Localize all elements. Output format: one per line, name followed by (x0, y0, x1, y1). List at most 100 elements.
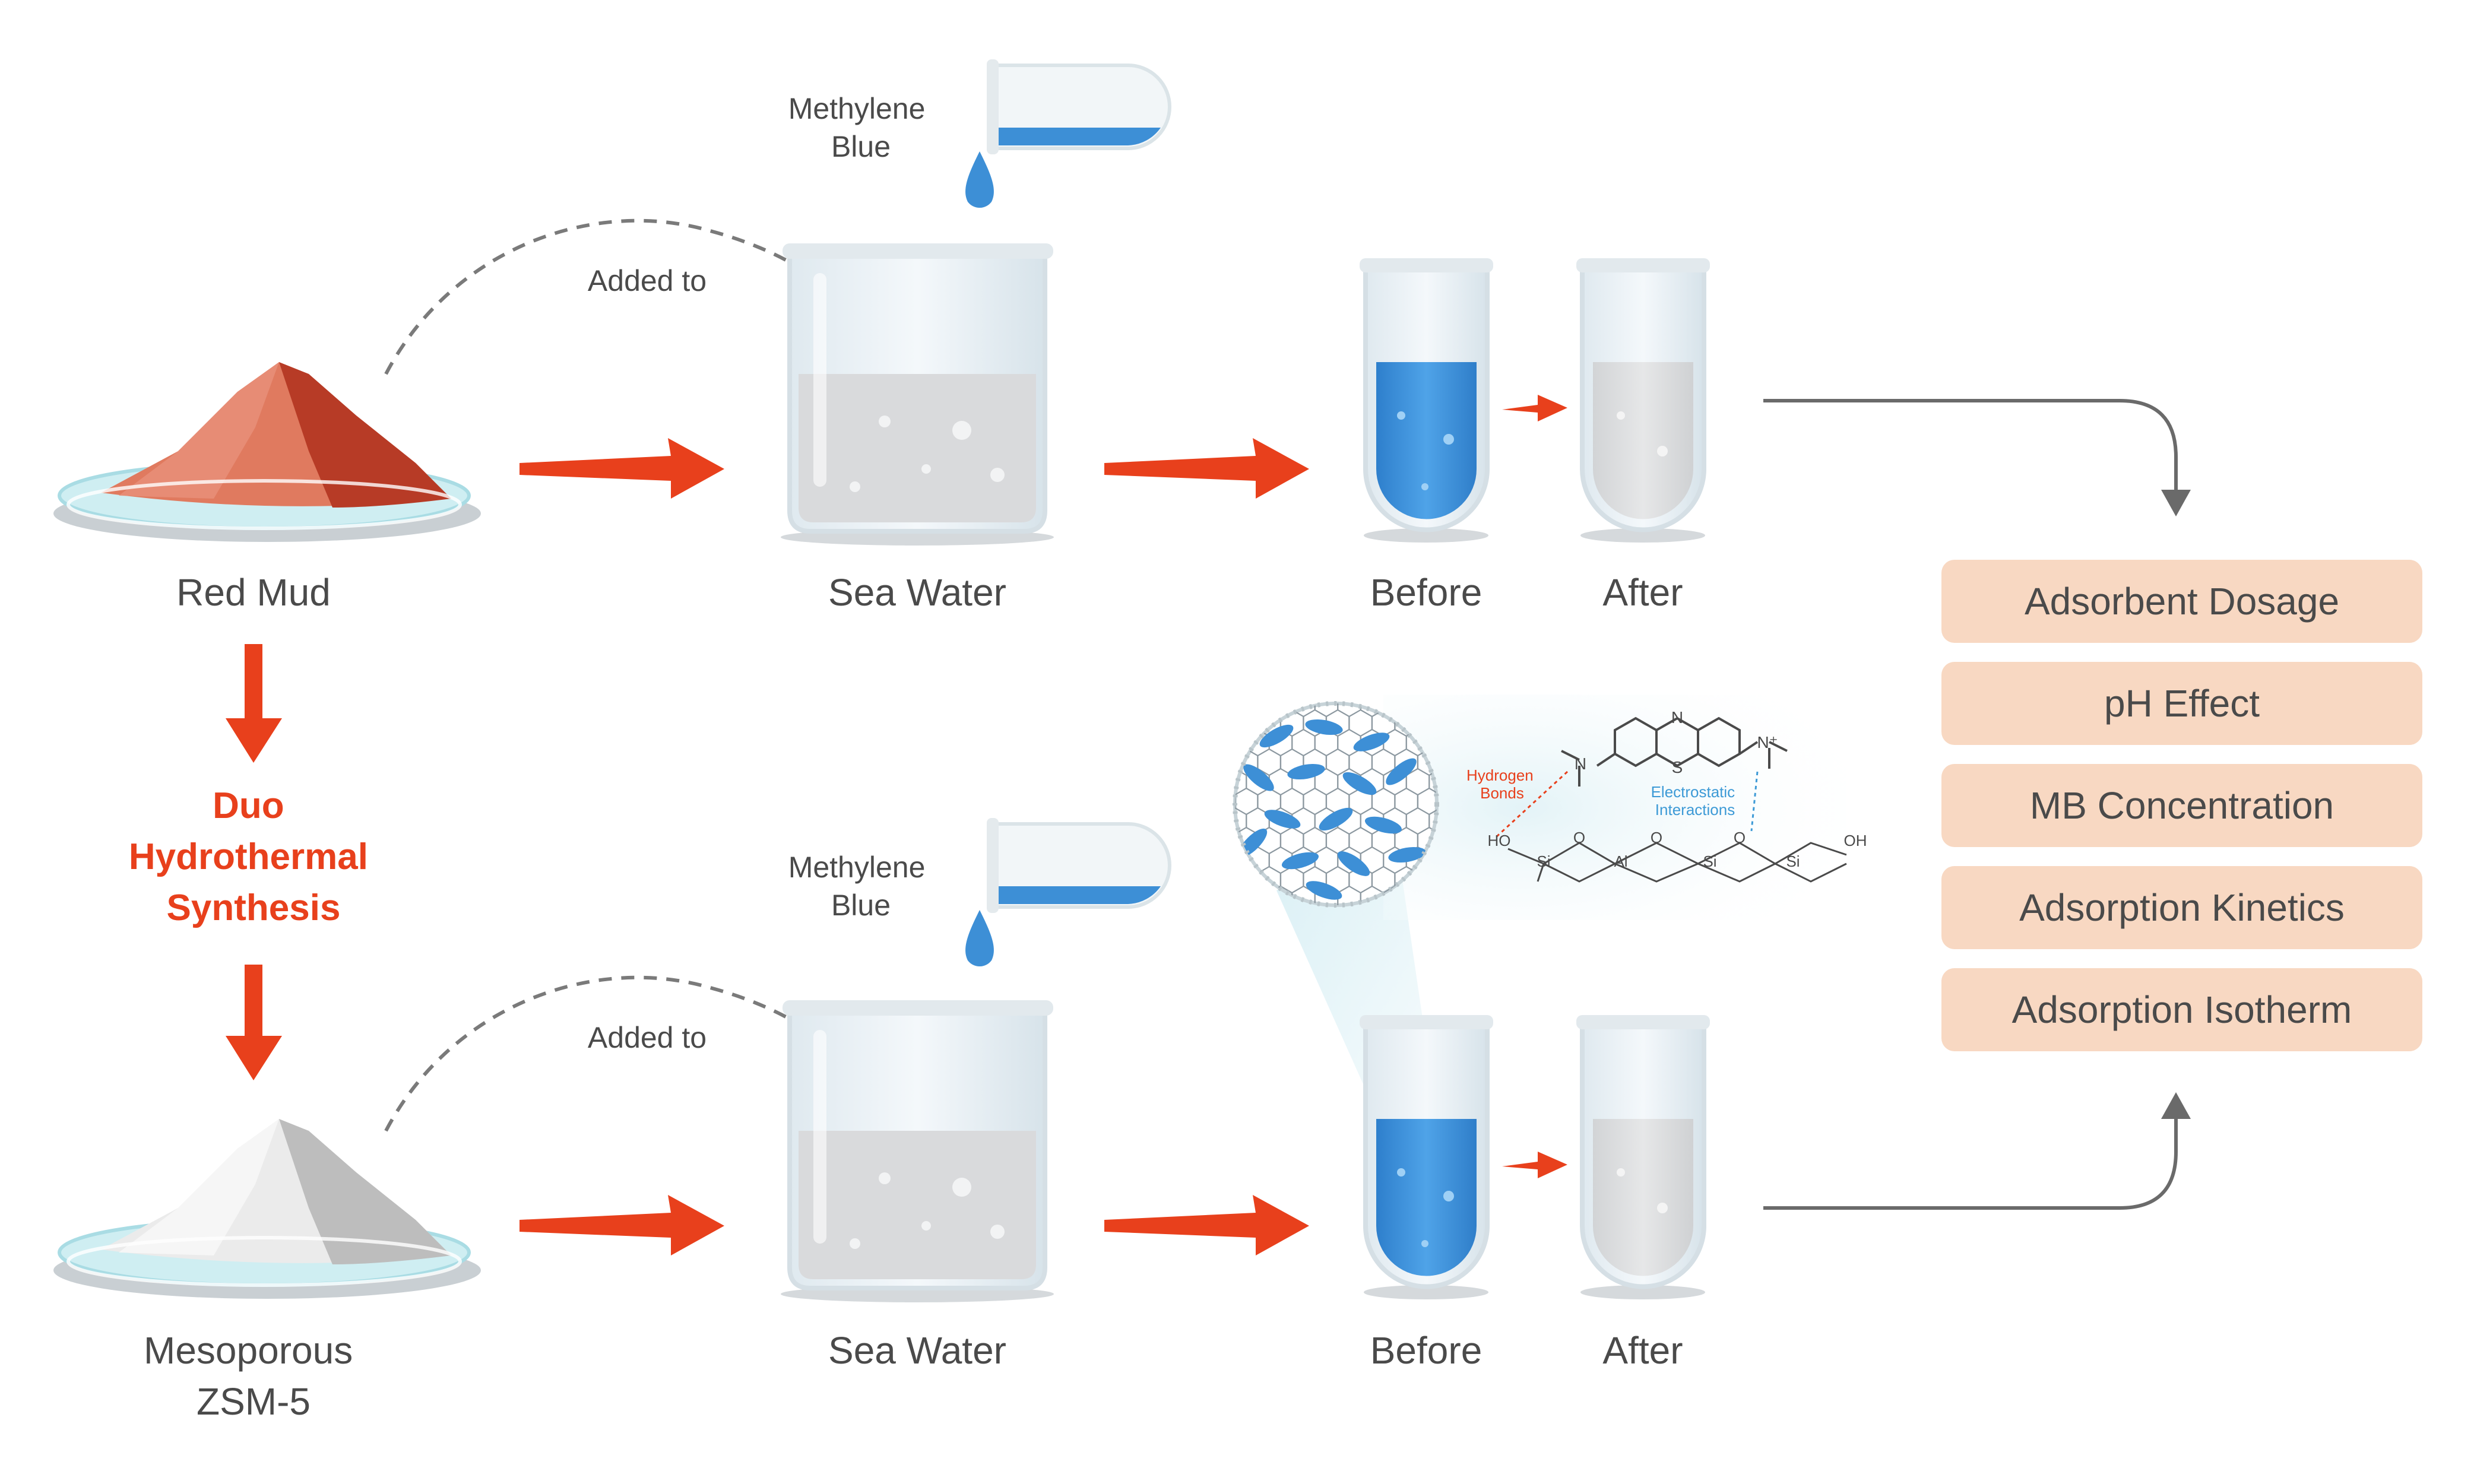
hex-cell (1246, 885, 1270, 905)
hex-cell (1235, 906, 1257, 932)
hex-cell (1429, 925, 1452, 952)
dye-molecule-oval (1264, 810, 1301, 829)
hex-cell (1235, 703, 1247, 718)
molecule-atom-n-right: N⁺ (1757, 733, 1778, 751)
flow-arrow-1 (519, 438, 724, 499)
study-label: MB Concentration (2030, 784, 2334, 827)
connector-top-arrowhead (2161, 490, 2191, 516)
study-label: pH Effect (2104, 682, 2260, 725)
hydrogen-bonds-label: Hydrogen Bonds (1466, 766, 1538, 802)
hex-cell (1235, 1023, 1257, 1049)
dye-label: Methylene Blue (788, 92, 934, 163)
hex-cell (1452, 965, 1475, 991)
dye-molecule-oval (1319, 807, 1353, 831)
hex-cell (1429, 965, 1452, 991)
hex-cell (1235, 728, 1247, 757)
hex-cell (1224, 925, 1246, 952)
before-label: Before (1370, 1329, 1483, 1372)
framework-atom: O (1651, 829, 1662, 846)
aluminosilicate-framework (1507, 842, 1847, 883)
material-label: Mesoporous ZSM-5 (144, 1329, 363, 1423)
before-tube (1360, 1015, 1493, 1299)
hex-cell (1281, 945, 1303, 971)
framework-atom: Al (1614, 852, 1627, 870)
hex-cell (1520, 965, 1543, 991)
hex-cell (1418, 945, 1440, 971)
hex-cell (1464, 945, 1486, 971)
mechanism-panel: N N S N⁺ Hydrogen Bonds Electrostatic In… (1224, 695, 1867, 1049)
framework-atom: OH (1844, 832, 1867, 849)
beaker-label: Sea Water (828, 571, 1006, 614)
dye-molecule-oval (1353, 733, 1390, 751)
study-label: Adsorption Kinetics (2019, 886, 2345, 929)
dye-molecule-oval (1342, 772, 1377, 795)
framework-atom: HO (1488, 832, 1511, 849)
hex-cell (1428, 768, 1437, 796)
dye-molecule-oval (1287, 763, 1325, 780)
study-card (1941, 560, 2422, 643)
hex-cell (1235, 885, 1247, 905)
hex-cell (1235, 984, 1257, 1010)
after-label: After (1602, 1329, 1683, 1372)
dye-molecule-oval (1259, 724, 1294, 748)
hex-cell (1304, 1023, 1326, 1049)
hex-cell (1292, 1004, 1314, 1030)
molecule-atom-s: S (1672, 758, 1683, 776)
hex-cell (1532, 984, 1555, 1010)
zsm5-dish (53, 1119, 481, 1299)
dye-molecule-oval (1306, 881, 1342, 900)
synthesis-arrow-bottom (226, 965, 282, 1080)
hex-cell (1487, 984, 1509, 1010)
hex-cell (1246, 925, 1269, 952)
methylene-blue-molecule (1561, 716, 1788, 787)
sea-water-beaker (781, 243, 1054, 546)
hex-cell (1532, 1023, 1555, 1049)
dye-molecule-oval (1364, 816, 1402, 834)
hex-cell (1246, 1004, 1269, 1030)
zeolite-magnified-circle (1224, 701, 1555, 1049)
hydrogen-bond-line (1495, 770, 1569, 838)
hex-cell (1520, 925, 1543, 952)
hex-cell (1487, 945, 1509, 971)
hex-cell (1532, 945, 1555, 971)
connector-bottom-arrowhead (2161, 1092, 2191, 1119)
framework-atom: Si (1786, 852, 1800, 870)
hex-cell (1498, 965, 1520, 991)
hex-cell (1428, 807, 1437, 835)
dye-molecule-oval (1337, 851, 1370, 876)
hex-cell (1269, 1004, 1292, 1030)
electrostatic-label: Electrostatic Interactions (1651, 783, 1740, 819)
material-label: Red Mud (176, 571, 331, 614)
hex-cell (1235, 709, 1259, 737)
hex-cell (1281, 1023, 1303, 1049)
dye-molecule-oval (1305, 719, 1343, 735)
hex-cell (1509, 984, 1532, 1010)
before-label: Before (1370, 571, 1483, 614)
hex-cell (1441, 984, 1464, 1010)
dropper-tube (987, 818, 1171, 913)
hex-cell (1258, 906, 1281, 932)
synthesis-label: Duo Hydrothermal Synthesis (129, 785, 378, 928)
hex-cell (1498, 925, 1520, 952)
hex-cell (1464, 984, 1486, 1010)
dye-drop (965, 151, 994, 208)
dropper-tube (987, 59, 1171, 154)
dye-molecule-oval (1243, 764, 1274, 791)
dye-molecule-oval (1281, 852, 1319, 870)
connector-top (1763, 399, 2178, 499)
dye-molecule-oval (1386, 758, 1417, 785)
study-card (1941, 662, 2422, 745)
flow-arrow-2 (1104, 438, 1309, 499)
framework-atom: O (1734, 829, 1746, 846)
sea-water-beaker (781, 1000, 1054, 1302)
study-card (1941, 866, 2422, 949)
beaker-label: Sea Water (828, 1329, 1006, 1372)
flow-arrow-2 (1104, 1195, 1309, 1255)
dye-molecule-oval (1388, 846, 1426, 863)
added-to-label: Added to (588, 264, 707, 297)
hex-cell (1509, 945, 1532, 971)
row-red-mud: Red Mud Added to Methylene Blue (53, 59, 2191, 614)
row-zsm5: Mesoporous ZSM-5 Added to Methylene Blue (53, 818, 2191, 1423)
hex-cell (1475, 925, 1497, 952)
